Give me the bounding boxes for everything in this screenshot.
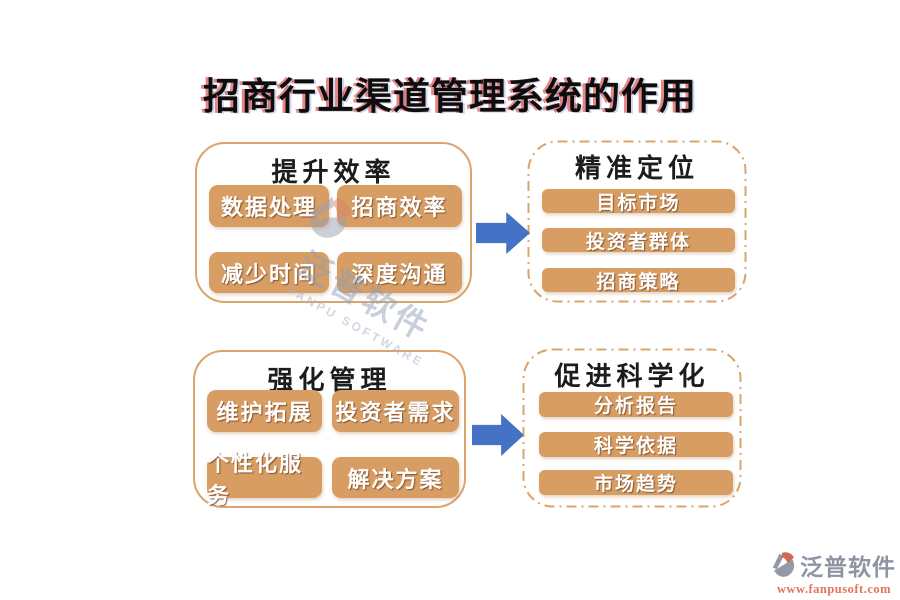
dash-dot-border [522,348,742,508]
feature-bar: 科学依据 [539,432,733,457]
feature-chip: 投资者需求 [332,390,459,432]
feature-bar: 投资者群体 [542,228,735,253]
group-header: 精准定位 [574,154,699,183]
feature-bar: 目标市场 [542,189,735,214]
logo-url: www.fanpusoft.com [776,582,892,596]
feature-chip: 解决方案 [332,457,459,498]
group-box-efficiency: 提升效率 数据处理 招商效率 减少时间 深度沟通 [195,142,472,303]
feature-chip: 招商效率 [337,185,462,227]
group-header: 促进科学化 [554,362,710,391]
feature-chip: 维护拓展 [207,390,322,432]
fanpu-logo: 泛普软件 www.fanpusoft.com [768,548,900,597]
group-header: 提升效率 [271,158,396,187]
logo-swirl-icon [772,552,795,577]
group-box-positioning: 精准定位 目标市场 投资者群体 招商策略 [527,140,747,303]
feature-chip: 数据处理 [209,185,329,227]
arrow-right-icon [472,414,524,456]
feature-bar: 分析报告 [539,392,733,417]
feature-chip: 个性化服务 [207,451,322,508]
feature-chip: 深度沟通 [337,252,462,293]
feature-bar: 市场趋势 [539,470,733,495]
page-title: 招商行业渠道管理系统的作用 [203,77,697,118]
group-box-scientific: 促进科学化 分析报告 科学依据 市场趋势 [522,348,742,508]
feature-bar: 招商策略 [542,268,735,293]
logo-name: 泛普软件 [800,554,896,580]
arrow-right-icon [476,212,530,254]
group-box-management: 强化管理 维护拓展 投资者需求 个性化服务 解决方案 [193,350,466,508]
feature-chip: 减少时间 [209,252,329,293]
